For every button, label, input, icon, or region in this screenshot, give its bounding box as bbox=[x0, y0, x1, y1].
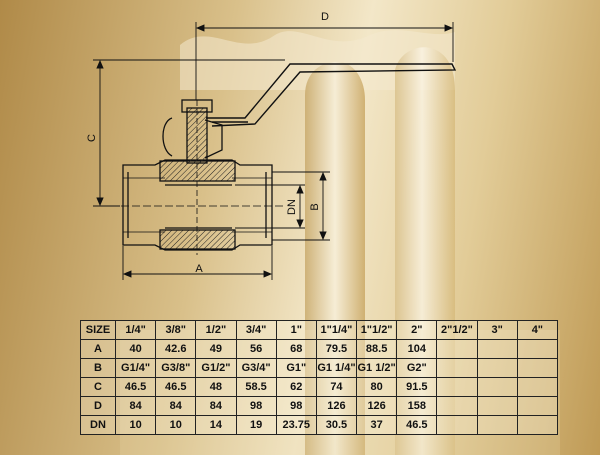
dimension-b bbox=[272, 171, 330, 241]
table-cell: 62 bbox=[275, 377, 317, 397]
table-row-a: A 40 42.6 49 56 68 79.5 88.5 104 bbox=[80, 339, 559, 359]
table-cell: 84 bbox=[195, 396, 237, 416]
size-header-cell: 3" bbox=[476, 320, 518, 340]
dimension-dn bbox=[235, 184, 305, 229]
table-cell: 48 bbox=[195, 377, 237, 397]
table-cell: 88.5 bbox=[356, 339, 398, 359]
table-cell: 58.5 bbox=[235, 377, 277, 397]
table-cell: 42.6 bbox=[155, 339, 197, 359]
table-cell: 91.5 bbox=[396, 377, 438, 397]
table-cell: G1/4" bbox=[114, 358, 157, 378]
table-cell bbox=[436, 339, 478, 359]
lever-handle bbox=[206, 63, 457, 127]
table-cell: 84 bbox=[114, 396, 157, 416]
table-row-c: C 46.5 46.5 48 58.5 62 74 80 91.5 bbox=[80, 377, 559, 397]
table-cell bbox=[516, 358, 559, 378]
row-label-cell: A bbox=[80, 339, 116, 359]
table-header-cell: SIZE bbox=[80, 320, 116, 340]
table-cell: 30.5 bbox=[315, 415, 358, 435]
table-cell bbox=[516, 396, 559, 416]
table-cell: G1 1/4" bbox=[315, 358, 358, 378]
table-cell: 80 bbox=[356, 377, 398, 397]
table-cell: 49 bbox=[195, 339, 237, 359]
table-cell bbox=[516, 415, 559, 435]
size-header-cell: 1"1/2" bbox=[356, 320, 398, 340]
table-cell bbox=[516, 339, 559, 359]
table-cell: 23.75 bbox=[275, 415, 317, 435]
table-header-row: SIZE 1/4" 3/8" 1/2" 3/4" 1" 1"1/4" 1"1/2… bbox=[80, 320, 559, 340]
table-cell bbox=[476, 396, 518, 416]
table-cell: G1/2" bbox=[195, 358, 237, 378]
table-cell: 126 bbox=[356, 396, 398, 416]
table-cell: 46.5 bbox=[396, 415, 438, 435]
table-cell bbox=[436, 415, 478, 435]
dimension-label-c: C bbox=[86, 134, 98, 142]
table-cell bbox=[436, 377, 478, 397]
table-cell: G3/4" bbox=[235, 358, 277, 378]
dimension-label-b: B bbox=[309, 203, 321, 210]
table-cell: 84 bbox=[155, 396, 197, 416]
table-cell: 158 bbox=[396, 396, 438, 416]
table-cell: 79.5 bbox=[315, 339, 358, 359]
table-cell bbox=[476, 415, 518, 435]
size-header-cell: 4" bbox=[516, 320, 559, 340]
table-row-b: B G1/4" G3/8" G1/2" G3/4" G1" G1 1/4" G1… bbox=[80, 358, 559, 378]
table-cell: 10 bbox=[155, 415, 197, 435]
valve-body bbox=[110, 99, 285, 255]
table-cell bbox=[436, 358, 478, 378]
dimension-a bbox=[122, 246, 273, 280]
table-cell: 14 bbox=[195, 415, 237, 435]
table-cell: 10 bbox=[114, 415, 157, 435]
dimension-d bbox=[195, 22, 454, 100]
table-cell: 40 bbox=[114, 339, 157, 359]
table-cell: 104 bbox=[396, 339, 438, 359]
table-cell: 37 bbox=[356, 415, 398, 435]
row-label-cell: B bbox=[80, 358, 116, 378]
size-header-cell: 3/4" bbox=[235, 320, 277, 340]
table-cell bbox=[476, 377, 518, 397]
row-label-cell: C bbox=[80, 377, 116, 397]
size-header-cell: 1"1/4" bbox=[315, 320, 358, 340]
row-label-cell: D bbox=[80, 396, 116, 416]
size-header-cell: 1" bbox=[275, 320, 317, 340]
size-header-cell: 3/8" bbox=[155, 320, 197, 340]
table-cell: 56 bbox=[235, 339, 277, 359]
size-header-cell: 2"1/2" bbox=[436, 320, 478, 340]
table-cell: 126 bbox=[315, 396, 358, 416]
dimension-label-dn: DN bbox=[286, 199, 298, 215]
table-cell: 74 bbox=[315, 377, 358, 397]
table-cell bbox=[476, 339, 518, 359]
dimension-label-d: D bbox=[321, 11, 329, 23]
size-header-cell: 1/4" bbox=[114, 320, 157, 340]
table-cell: 19 bbox=[235, 415, 277, 435]
dimension-table: SIZE 1/4" 3/8" 1/2" 3/4" 1" 1"1/4" 1"1/2… bbox=[80, 320, 559, 435]
table-cell: 46.5 bbox=[114, 377, 157, 397]
row-label-cell: DN bbox=[80, 415, 116, 435]
table-cell: G1" bbox=[275, 358, 317, 378]
table-cell: G1 1/2" bbox=[356, 358, 398, 378]
dimension-c bbox=[93, 59, 285, 207]
dimension-label-a: A bbox=[195, 263, 203, 275]
table-cell bbox=[436, 396, 478, 416]
table-cell: 98 bbox=[275, 396, 317, 416]
table-cell: 98 bbox=[235, 396, 277, 416]
table-cell: 46.5 bbox=[155, 377, 197, 397]
table-cell: 68 bbox=[275, 339, 317, 359]
size-header-cell: 2" bbox=[396, 320, 438, 340]
table-cell bbox=[516, 377, 559, 397]
table-cell bbox=[476, 358, 518, 378]
table-cell: G3/8" bbox=[155, 358, 197, 378]
table-row-d: D 84 84 84 98 98 126 126 158 bbox=[80, 396, 559, 416]
table-row-dn: DN 10 10 14 19 23.75 30.5 37 46.5 bbox=[80, 415, 559, 435]
size-header-cell: 1/2" bbox=[195, 320, 237, 340]
table-cell: G2" bbox=[396, 358, 438, 378]
